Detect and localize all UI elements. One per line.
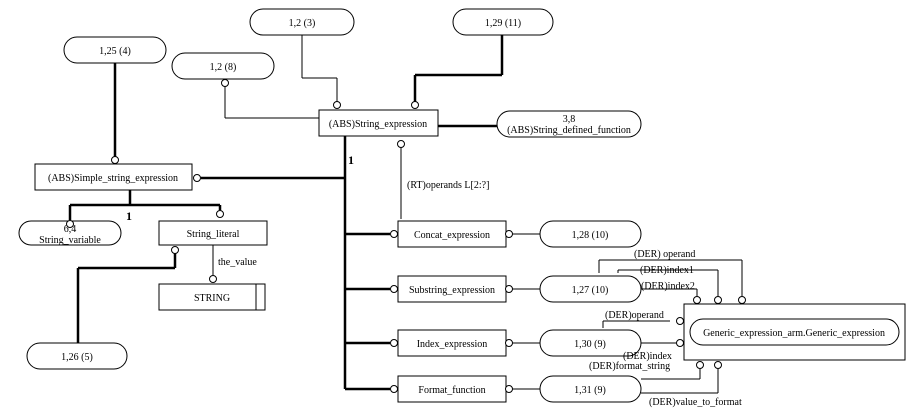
cardinality-one-trunk: 1 [348,153,354,167]
simple-string-expression-label: (ABS)Simple_string_expression [48,173,178,184]
string-type-label: STRING [194,293,230,304]
der-index1-label: (DER)index1 [640,265,694,276]
ref-1-30-bubble[interactable]: 1,30 (9) [539,329,642,357]
ref-1-27-bubble[interactable]: 1,27 (10) [539,275,642,303]
string-type-box[interactable]: STRING [158,283,266,311]
ref-1-2-8-label: 1,2 (8) [210,62,237,73]
relationship-circles [66,79,746,393]
ref-1-29-label: 1,29 (11) [485,18,521,29]
concat-expression-label: Concat_expression [414,230,490,241]
ref-3-8-num: 3,8 [563,114,576,125]
ref-1-31-label: 1,31 (9) [574,385,606,396]
der-operand-top-label: (DER) operand [634,249,695,260]
ref-1-27-label: 1,27 (10) [572,285,609,296]
format-function-entity[interactable]: Format_function [397,375,507,403]
format-function-label: Format_function [418,385,485,396]
string-expression-label: (ABS)String_expression [329,119,427,130]
concat-expression-entity[interactable]: Concat_expression [397,220,507,248]
ref-1-2-3-bubble[interactable]: 1,2 (3) [249,8,355,36]
cardinality-one-simple: 1 [126,209,132,223]
index-expression-entity[interactable]: Index_expression [397,329,507,357]
ref-6-4-bubble[interactable]: 6,4 String_variable [18,220,122,246]
der-index2-label: (DER)index2 [641,281,695,292]
index-expression-label: Index_expression [417,339,488,350]
ref-1-2-8-bubble[interactable]: 1,2 (8) [171,52,275,80]
ref-1-26-label: 1,26 (5) [61,352,93,363]
generic-expression-entity[interactable]: Generic_expression_arm.Generic_expressio… [683,303,906,361]
ref-1-31-bubble[interactable]: 1,31 (9) [539,375,642,403]
substring-expression-entity[interactable]: Substring_expression [397,275,507,303]
ref-1-2-3-label: 1,2 (3) [289,18,316,29]
ref-1-28-label: 1,28 (10) [572,230,609,241]
string-expression-entity[interactable]: (ABS)String_expression [318,109,439,137]
generic-expression-label: Generic_expression_arm.Generic_expressio… [703,328,885,339]
ref-1-28-bubble[interactable]: 1,28 (10) [539,220,642,248]
connector-lines [68,35,743,394]
the-value-label: the_value [218,257,257,268]
ref-1-26-bubble[interactable]: 1,26 (5) [26,342,128,370]
ref-6-4-name: String_variable [39,235,101,246]
simple-string-expression-entity[interactable]: (ABS)Simple_string_expression [34,163,193,191]
ref-1-25-label: 1,25 (4) [99,46,131,57]
der-format-string-label: (DER)format_string [589,361,670,372]
ref-3-8-bubble[interactable]: 3,8 (ABS)String_defined_function [496,110,642,138]
substring-expression-label: Substring_expression [409,285,495,296]
string-literal-label: String_literal [187,229,240,240]
ref-3-8-name: (ABS)String_defined_function [507,125,631,136]
string-literal-entity[interactable]: String_literal [158,220,268,246]
ref-1-30-label: 1,30 (9) [574,339,606,350]
operands-label: (RT)operands L[2:?] [407,180,489,191]
ref-6-4-num: 6,4 [64,224,77,235]
ref-1-25-bubble[interactable]: 1,25 (4) [63,36,167,64]
der-operand-mid-label: (DER)operand [605,310,664,321]
der-index-label: (DER)index [623,351,672,362]
der-value-to-format-label: (DER)value_to_format [649,397,742,408]
ref-1-29-bubble[interactable]: 1,29 (11) [452,8,554,36]
